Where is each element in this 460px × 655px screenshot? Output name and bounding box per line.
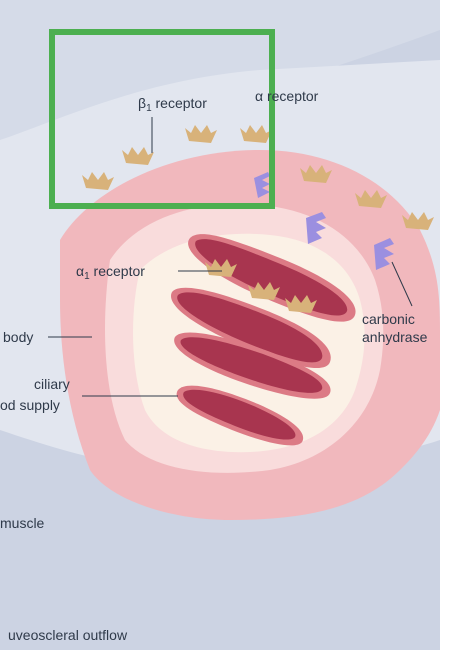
receptors [82, 125, 434, 313]
alpha1-receptor [205, 259, 237, 277]
process-3 [180, 337, 323, 393]
beta1-receptor [240, 125, 272, 143]
ciliary-label: ciliary [34, 376, 70, 392]
beta1-receptor-label: β1 receptor [138, 95, 207, 117]
carbonic-anhydrase-icons [254, 172, 394, 270]
highlight-box[interactable] [49, 29, 275, 209]
page-margin [440, 0, 460, 650]
carbonic-anhydrase-icon [374, 238, 394, 270]
carbonic-anhydrase-icon [306, 212, 326, 244]
process-4 [183, 389, 296, 440]
alpha1-receptor [248, 282, 280, 300]
beta1-receptor [122, 147, 154, 165]
carbonic-anhydrase-icon [254, 172, 270, 198]
leader-lines [48, 117, 413, 397]
alpha-receptor-label: α receptor [255, 88, 318, 104]
alpha-receptor [300, 165, 332, 183]
blood-supply-label: od supply [0, 397, 60, 413]
alpha-receptor-text: receptor [266, 88, 319, 104]
body-label: body [3, 329, 34, 345]
process-1 [195, 239, 348, 316]
process-2 [177, 292, 323, 363]
alpha-receptor [355, 190, 387, 208]
alpha1-receptor-label: α1 receptor [76, 263, 145, 285]
alpha1-subscript: 1 [84, 271, 90, 282]
alpha-receptor [402, 212, 434, 230]
alpha1-symbol: α [76, 263, 85, 279]
beta-symbol: β [138, 95, 147, 111]
uveoscleral-outflow-label: uveoscleral outflow [8, 627, 128, 643]
alpha1-receptor [285, 295, 317, 313]
muscle-label: muscle [0, 515, 45, 531]
beta1-receptor [185, 125, 217, 143]
carbonic-leader [391, 261, 413, 307]
beta1-receptor [82, 172, 114, 190]
carbonic-label: carbonic [362, 311, 415, 327]
beta1-receptor-text: receptor [155, 95, 207, 111]
anhydrase-label: anhydrase [362, 329, 428, 345]
ciliary-processes [170, 234, 356, 446]
alpha-symbol: α [255, 88, 264, 104]
alpha1-receptor-text: receptor [93, 263, 145, 279]
beta-subscript: 1 [146, 103, 152, 114]
